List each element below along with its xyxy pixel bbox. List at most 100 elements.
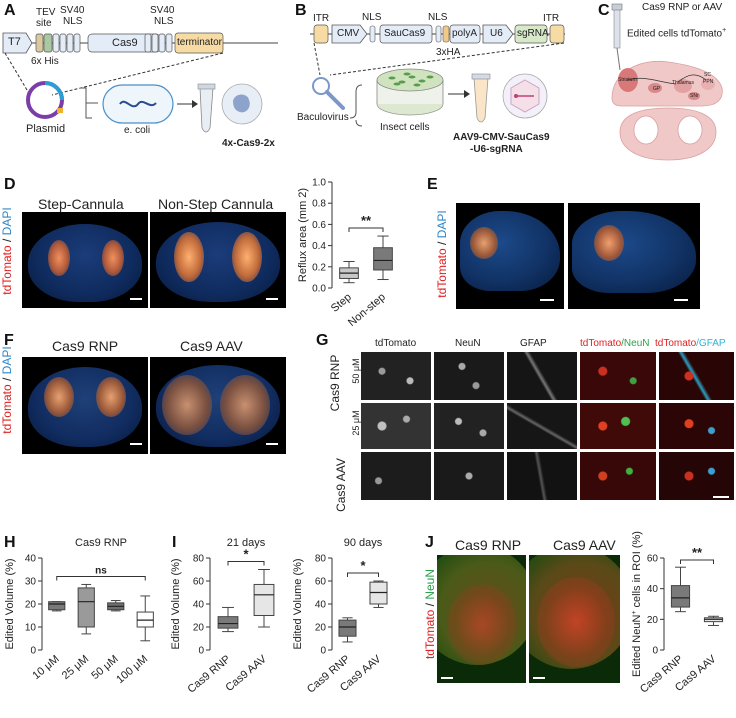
ha-label: 3xHA xyxy=(436,47,461,58)
g-tile-r1-gfap xyxy=(507,352,577,400)
panel-f-stain-label: tdTomato / DAPI xyxy=(0,346,14,434)
g-tile-r1-neun xyxy=(434,352,504,400)
nonstep-cannula-image xyxy=(150,212,286,308)
panel-f-label: F xyxy=(4,332,14,349)
polya-label: polyA xyxy=(452,28,478,39)
cas9-product-label: 4x-Cas9-2x xyxy=(222,138,275,149)
y-tick-label: 40 xyxy=(315,600,327,611)
g-tile-r2-tdtomato xyxy=(361,403,431,449)
g-col-merge-gfap: tdTomato/GFAP xyxy=(655,338,726,349)
saucas9-label: SauCas9 xyxy=(384,28,426,39)
t7-label: T7 xyxy=(8,36,21,48)
aav-product-label-1: AAV9-CMV-SauCas9 xyxy=(453,132,550,143)
y-tick-label: 40 xyxy=(193,600,205,611)
y-tick-label: 60 xyxy=(647,554,659,565)
y-tick-label: 20 xyxy=(193,623,205,634)
g-tile-r2-neun xyxy=(434,403,504,449)
g-row-cas9-aav: Cas9 AAV xyxy=(334,458,348,512)
significance-bracket xyxy=(347,572,379,577)
panel-d-label: D xyxy=(4,176,16,193)
region-thalamus: Thalamus xyxy=(672,80,694,86)
terminator-label: terminator xyxy=(177,37,223,48)
panel-g-label: G xyxy=(316,332,329,349)
box xyxy=(253,583,275,616)
y-axis-label: Edited NeuN+ cells in ROI (%) xyxy=(631,531,643,677)
g-col-merge-neun: tdTomato/NeuN xyxy=(580,338,650,349)
g-tile-r1-merge-neun xyxy=(580,352,656,400)
chart-title: 90 days xyxy=(344,537,383,549)
y-tick-label: 0.6 xyxy=(312,220,326,231)
significance-label: ns xyxy=(95,565,107,576)
g-row-cas9-rnp: Cas9 RNP xyxy=(328,354,342,412)
y-tick-label: 0 xyxy=(30,646,36,657)
panel-h-label: H xyxy=(4,534,16,551)
cas9-rnp-title-f: Cas9 RNP xyxy=(52,338,119,354)
sagittal-image-1 xyxy=(456,203,564,309)
region-gp: GP xyxy=(653,86,661,92)
x-tick-label: 25 μM xyxy=(60,653,91,682)
step-cannula-title: Step-Cannula xyxy=(38,196,124,212)
cas9-aav-image-f xyxy=(150,357,286,454)
nonstep-cannula-title: Non-Step Cannula xyxy=(158,196,274,212)
g-tile-r3-gfap xyxy=(507,452,577,500)
panel-c-title-1: Cas9 RNP or AAV xyxy=(642,2,723,13)
y-tick-label: 80 xyxy=(193,554,205,565)
y-axis-label: Edited Volume (%) xyxy=(292,558,304,649)
y-tick-label: 0.2 xyxy=(312,262,326,273)
g-image-grid xyxy=(361,352,734,500)
x-tick-label: Step xyxy=(329,291,354,315)
y-tick-label: 20 xyxy=(315,623,327,634)
chart-title: Cas9 RNP xyxy=(75,537,127,549)
g-tile-r1-tdtomato xyxy=(361,352,431,400)
panel-d-stain-label: tdTomato / DAPI xyxy=(0,207,14,295)
cas9-rnp-title-j: Cas9 RNP xyxy=(455,537,522,553)
panel-c-label: C xyxy=(598,2,610,19)
his-label: 6x His xyxy=(31,56,59,67)
panel-c-title-2: Edited cells tdTomato+ xyxy=(627,27,727,40)
box xyxy=(48,601,66,611)
cas9-aav-title-f: Cas9 AAV xyxy=(180,338,243,354)
x-tick-label: Cas9 AAV xyxy=(223,653,269,694)
box xyxy=(338,619,357,637)
y-tick-label: 0 xyxy=(320,646,326,657)
site-label: site xyxy=(36,18,52,29)
y-tick-label: 0 xyxy=(198,646,204,657)
g-conc-50: 50 μM xyxy=(351,358,361,384)
tev-label: TEV xyxy=(36,7,56,18)
x-tick-label: Non-step xyxy=(346,291,388,329)
panel-j-label: J xyxy=(425,534,434,551)
cmv-label: CMV xyxy=(337,28,360,39)
y-tick-label: 40 xyxy=(647,584,659,595)
y-axis-label: Reflux area (mm 2) xyxy=(297,188,309,282)
panel-j-stain-label: tdTomato / NeuN xyxy=(423,568,437,660)
y-tick-label: 40 xyxy=(25,554,37,565)
region-sc: SC xyxy=(704,72,711,78)
nls-label-2: NLS xyxy=(154,16,174,27)
y-axis-label: Edited Volume (%) xyxy=(4,558,16,649)
u6-label: U6 xyxy=(490,28,503,39)
cas9-label: Cas9 xyxy=(112,37,138,49)
cas9-aav-title-j: Cas9 AAV xyxy=(553,537,616,553)
x-tick-label: 10 μM xyxy=(30,653,61,682)
g-tile-r3-tdtomato xyxy=(361,452,431,500)
plasmid-label: Plasmid xyxy=(26,123,66,135)
y-tick-label: 60 xyxy=(193,577,205,588)
region-snr: SNr xyxy=(690,93,699,99)
panel-e-label: E xyxy=(427,176,438,193)
brain-schematic xyxy=(611,3,723,161)
y-tick-label: 1.0 xyxy=(312,178,326,189)
y-tick-label: 0 xyxy=(652,646,658,657)
panel-a-label: A xyxy=(4,2,16,19)
panel-i-label: I xyxy=(172,534,177,551)
box xyxy=(670,585,691,608)
x-tick-label: 100 μM xyxy=(114,653,150,686)
g-tile-r3-merge-neun xyxy=(580,452,656,500)
sgrna-label: sgRNA xyxy=(517,28,549,39)
g-tile-r1-merge-gfap xyxy=(659,352,734,400)
g-col-tdtomato: tdTomato xyxy=(375,338,417,349)
box xyxy=(217,616,239,629)
